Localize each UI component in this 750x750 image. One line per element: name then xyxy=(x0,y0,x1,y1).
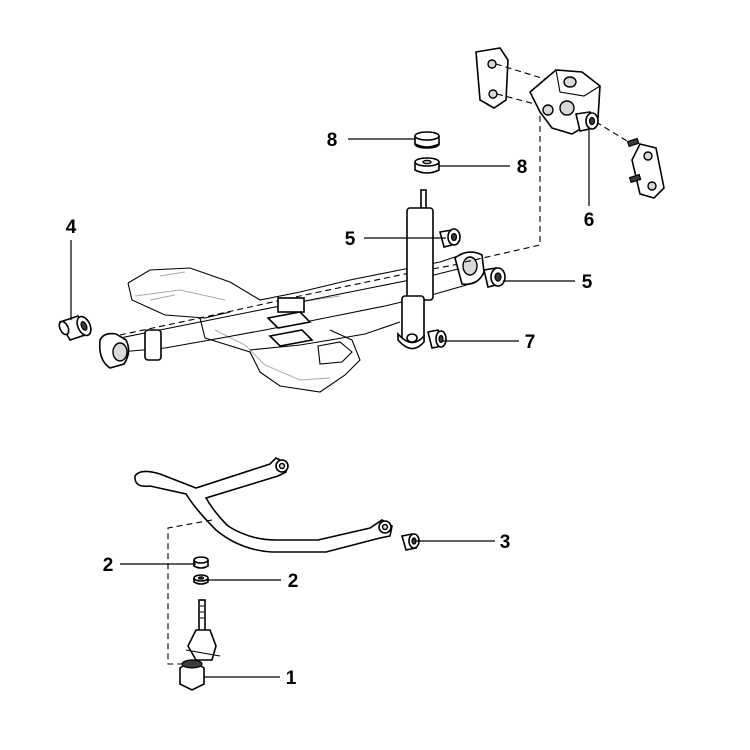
callout-4: 4 xyxy=(66,217,77,238)
spring-seat-upper xyxy=(266,311,312,329)
callout-2-lower: 2 xyxy=(288,571,299,592)
callout-3: 3 xyxy=(500,532,511,553)
stabilizer-link xyxy=(185,599,221,661)
bushing-6 xyxy=(575,111,599,132)
bushing-5-upper xyxy=(439,228,461,248)
hanger-plate-inner xyxy=(475,47,509,109)
bushing-3 xyxy=(400,533,420,551)
callout-2-upper: 2 xyxy=(103,555,114,576)
stabilizer-bar xyxy=(134,457,393,553)
bushing-4 xyxy=(58,315,92,341)
bushing-2-lower xyxy=(193,574,209,585)
callout-8-upper: 8 xyxy=(327,130,338,151)
bushing-2-upper xyxy=(193,556,209,569)
bushing-7 xyxy=(427,329,447,349)
callout-8-lower: 8 xyxy=(517,157,528,178)
callout-5-upper: 5 xyxy=(345,229,356,250)
rear-spring-eye xyxy=(454,251,485,286)
front-spring-eye xyxy=(98,329,162,369)
axle-frame-assembly xyxy=(98,251,485,393)
spring-hanger-assembly xyxy=(475,47,665,199)
bushing-8-upper xyxy=(414,131,440,149)
spring-seat-lower xyxy=(268,329,314,347)
shock-absorber xyxy=(397,189,434,350)
callout-6: 6 xyxy=(584,210,595,231)
bushing-5-lower xyxy=(483,267,506,288)
bushing-1 xyxy=(179,659,205,691)
frame-bracket xyxy=(277,297,305,313)
stabilizer-dashed-leader xyxy=(167,519,213,665)
callout-5-lower: 5 xyxy=(582,272,593,293)
callout-7: 7 xyxy=(525,332,536,353)
leader-lines xyxy=(70,130,590,678)
bushing-8-lower xyxy=(414,157,440,174)
callout-1: 1 xyxy=(286,668,297,689)
hanger-dashed-leader xyxy=(464,110,541,263)
